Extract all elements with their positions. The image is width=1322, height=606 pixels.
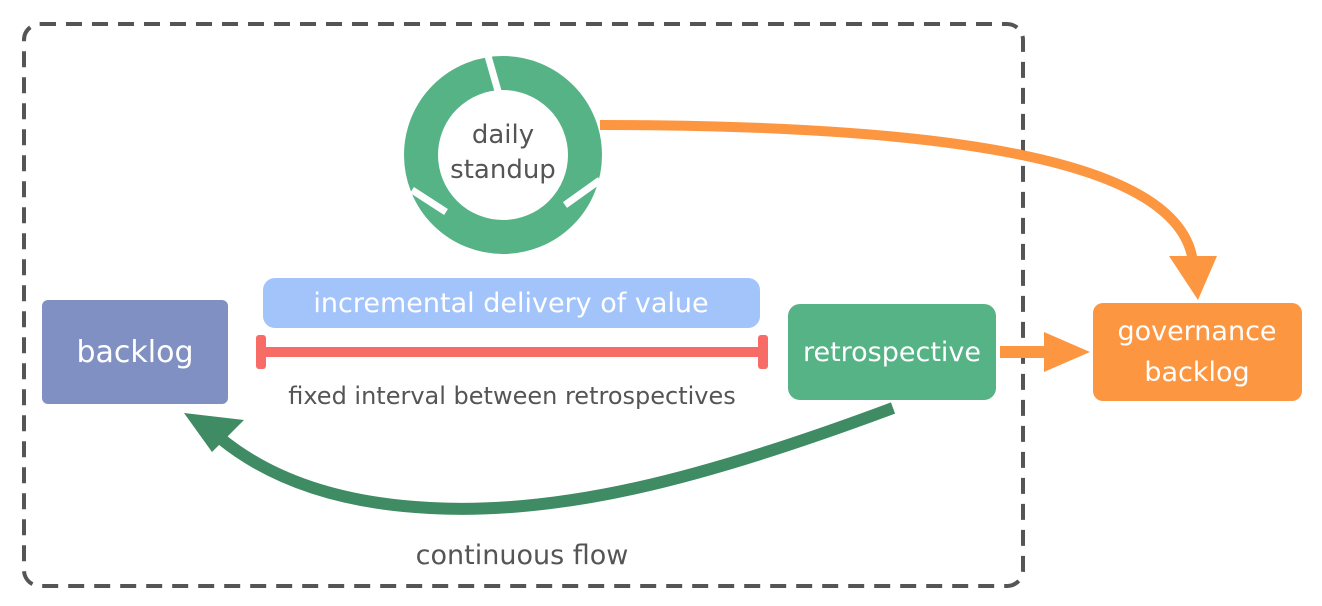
- governance-backlog-label-line2: backlog: [1144, 357, 1249, 388]
- backlog-box: [42, 300, 228, 404]
- governance-backlog-label-line1: governance: [1117, 316, 1276, 347]
- backlog-label: backlog: [76, 335, 193, 370]
- daily-standup-label-line1: daily: [472, 120, 534, 150]
- standup-to-governance-arrow: [599, 120, 1198, 263]
- fixed-interval-bar: [256, 335, 768, 369]
- incremental-delivery-label: incremental delivery of value: [313, 288, 708, 319]
- retrospective-to-governance-arrowhead: [1044, 332, 1090, 372]
- fixed-interval-caption: fixed interval between retrospectives: [288, 382, 736, 410]
- cycle-arrows-icon: [404, 55, 603, 254]
- retrospective-to-backlog-arrow: [216, 402, 896, 515]
- standup-to-governance-arrowhead: [1169, 256, 1217, 300]
- retrospective-label: retrospective: [803, 337, 981, 368]
- iteration-boundary: [22, 22, 1025, 588]
- retrospective-to-backlog-arrowhead: [184, 413, 244, 452]
- daily-standup-label-line2: standup: [450, 155, 556, 185]
- incremental-delivery-banner: [263, 278, 760, 328]
- retrospective-box: [788, 304, 996, 400]
- continuous-flow-label: continuous flow: [416, 540, 629, 571]
- governance-backlog-box: [1093, 303, 1302, 401]
